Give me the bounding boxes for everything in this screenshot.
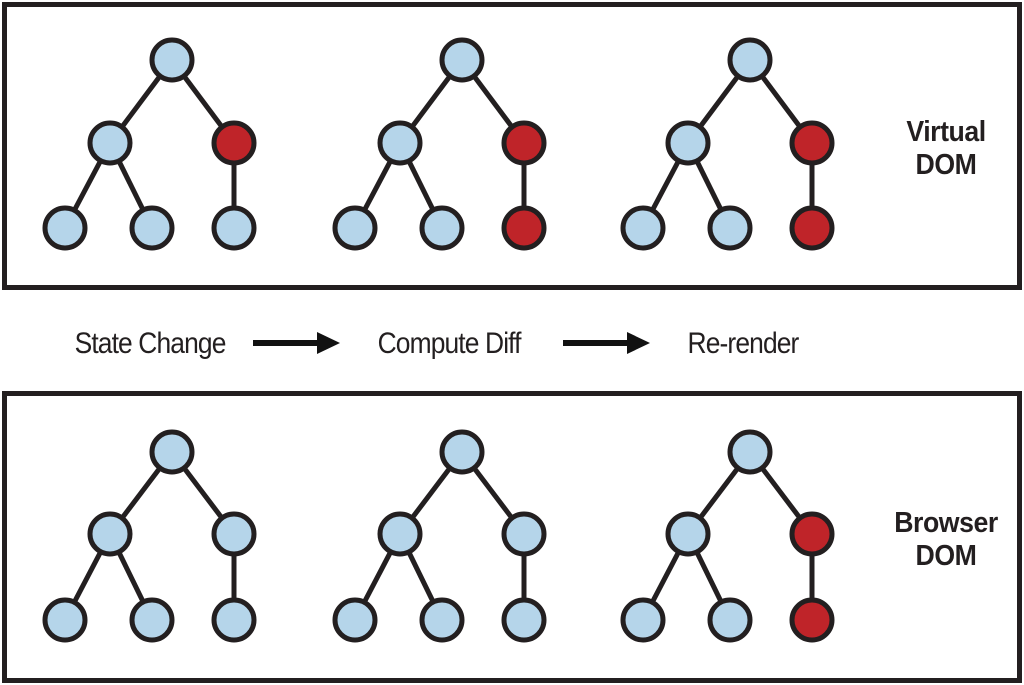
virtual-dom-panel: Virtual DOM — [2, 2, 1022, 290]
tree-node-blue — [332, 597, 378, 643]
tree-node-blue — [501, 597, 547, 643]
tree-node-blue — [149, 37, 195, 83]
tree-node-blue — [707, 205, 753, 251]
tree-node-blue — [87, 511, 133, 557]
tree-node-blue — [87, 120, 133, 166]
tree-node-blue — [501, 511, 547, 557]
tree-node-red — [789, 597, 835, 643]
tree-node-blue — [439, 37, 485, 83]
tree-node-blue — [377, 120, 423, 166]
virtual-dom-label-line1: Virtual — [906, 116, 986, 148]
flow-step-state-change: State Change — [74, 327, 227, 360]
tree-node-blue — [620, 597, 666, 643]
browser-dom-label: Browser DOM — [879, 507, 1013, 573]
tree-node-blue — [129, 597, 175, 643]
tree-node-blue — [620, 205, 666, 251]
browser-dom-trees — [42, 429, 835, 643]
tree-node-blue — [707, 597, 753, 643]
dom-tree — [42, 429, 257, 643]
tree-node-blue — [211, 597, 257, 643]
tree-node-red — [501, 205, 547, 251]
tree-node-blue — [332, 205, 378, 251]
tree-node-blue — [42, 205, 88, 251]
tree-node-red — [211, 120, 257, 166]
tree-node-blue — [439, 429, 485, 475]
tree-node-blue — [211, 205, 257, 251]
browser-dom-panel: Browser DOM — [2, 391, 1022, 683]
tree-node-blue — [42, 597, 88, 643]
tree-node-red — [789, 511, 835, 557]
flow-step-re-render: Re-render — [687, 327, 800, 360]
flow-arrow-icon — [253, 332, 340, 354]
dom-tree — [332, 37, 547, 251]
tree-node-blue — [665, 511, 711, 557]
flow-step-compute-diff: Compute Diff — [377, 327, 522, 360]
dom-tree — [620, 37, 835, 251]
dom-tree — [332, 429, 547, 643]
tree-node-blue — [377, 511, 423, 557]
tree-node-blue — [211, 511, 257, 557]
browser-dom-label-line1: Browser — [894, 507, 998, 539]
tree-node-blue — [129, 205, 175, 251]
browser-dom-label-line2: DOM — [915, 540, 977, 572]
tree-node-blue — [419, 205, 465, 251]
tree-node-red — [789, 205, 835, 251]
tree-node-red — [789, 120, 835, 166]
tree-node-blue — [149, 429, 195, 475]
tree-node-blue — [727, 429, 773, 475]
tree-node-blue — [665, 120, 711, 166]
dom-tree — [620, 429, 835, 643]
virtual-dom-label-line2: DOM — [915, 149, 977, 181]
flow-arrow-icon — [563, 332, 650, 354]
tree-node-blue — [419, 597, 465, 643]
dom-tree — [42, 37, 257, 251]
virtual-dom-label: Virtual DOM — [879, 116, 1013, 182]
virtual-dom-trees — [42, 37, 835, 251]
tree-node-blue — [727, 37, 773, 83]
tree-node-red — [501, 120, 547, 166]
